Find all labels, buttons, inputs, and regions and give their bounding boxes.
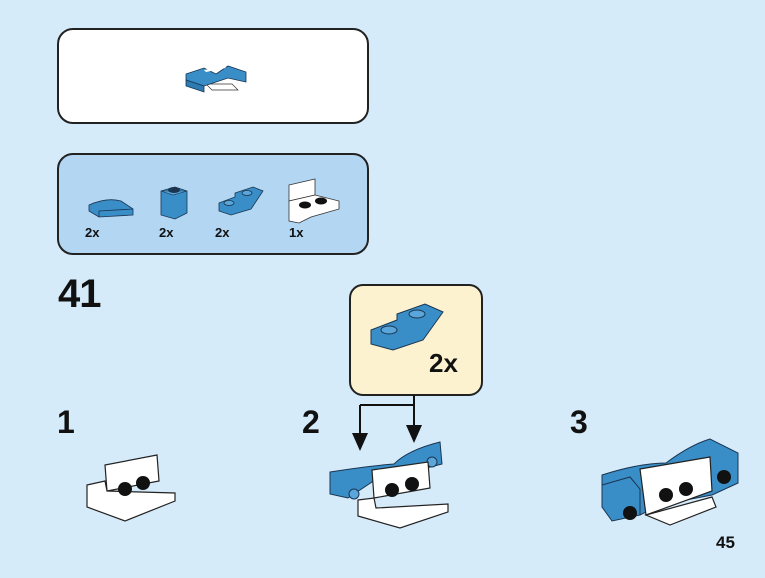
part-qty: 2x	[215, 225, 230, 240]
sub-step-2-number: 2	[302, 404, 320, 440]
brick-part-icon	[160, 186, 188, 220]
inverted-slope-callout-icon	[370, 303, 444, 351]
parts-list-panel: 2x 2x 2x 1x	[57, 153, 369, 255]
bracket-part-icon	[288, 178, 340, 224]
assembly-preview-panel	[57, 28, 369, 124]
placement-arrows	[352, 395, 422, 451]
sub-step-1-number: 1	[57, 404, 75, 440]
part-qty: 1x	[289, 225, 304, 240]
main-step-number: 41	[58, 272, 101, 316]
part-qty: 2x	[159, 225, 174, 240]
sub-step-3-number: 3	[570, 404, 588, 440]
step-1-bracket-icon	[86, 454, 176, 522]
sub-assembly-callout: 2x	[349, 284, 483, 396]
assembly-preview-icon	[185, 65, 247, 93]
inverted-slope-part-icon	[218, 186, 264, 216]
step-2-assembly-icon	[329, 441, 449, 529]
curved-slope-part-icon	[88, 199, 134, 218]
part-qty: 2x	[85, 225, 100, 240]
callout-qty: 2x	[429, 348, 458, 378]
step-3-assembly-icon	[601, 438, 739, 526]
page-number: 45	[716, 533, 735, 552]
